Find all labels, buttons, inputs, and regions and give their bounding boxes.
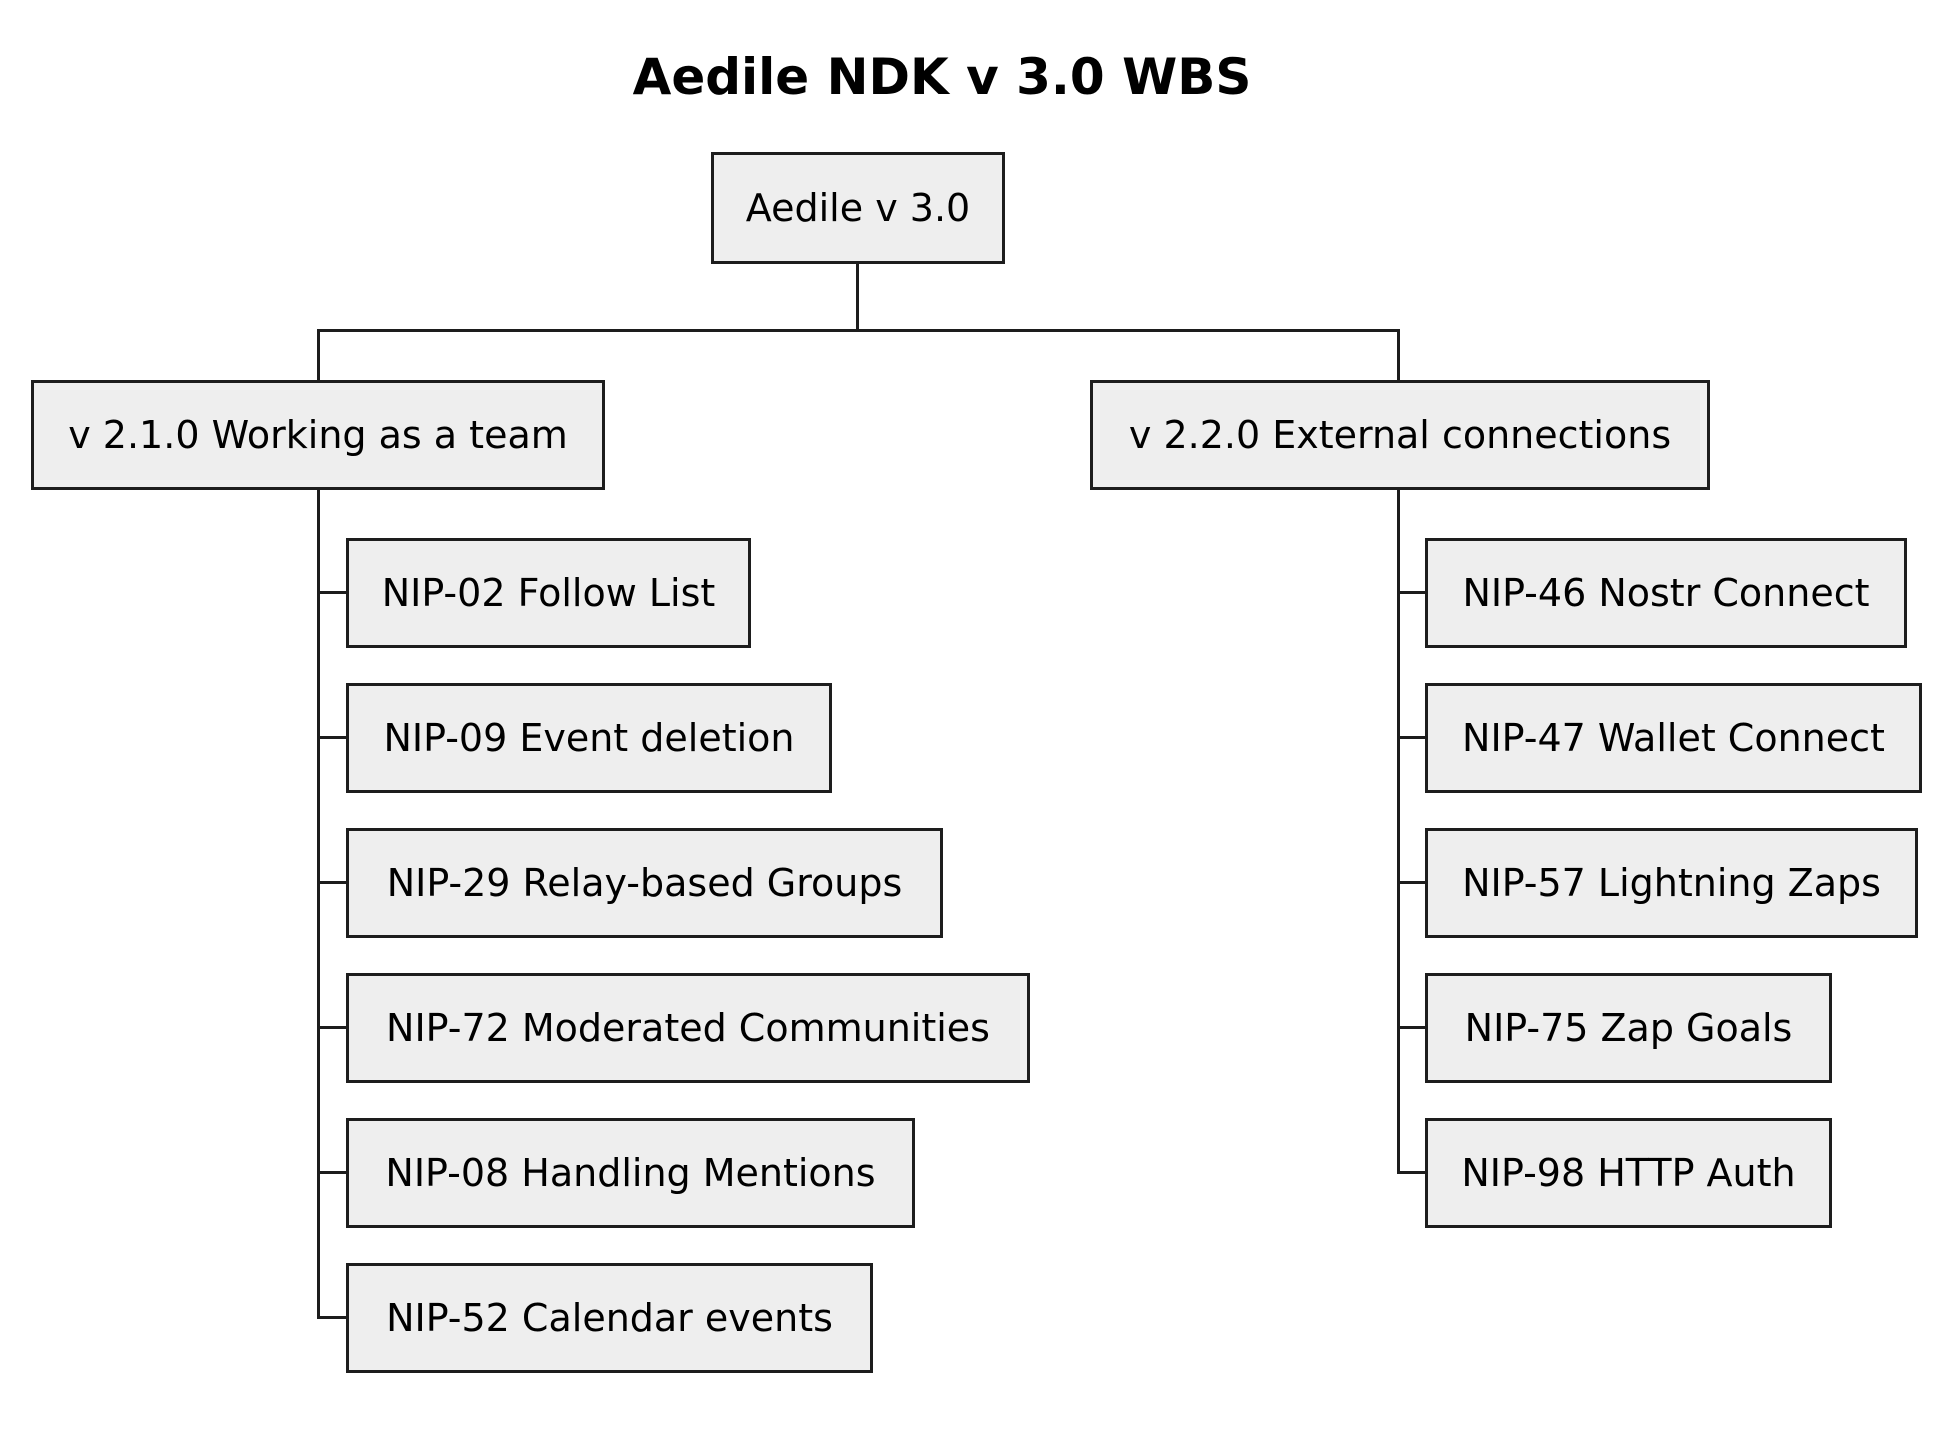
connector-trunk-right (1397, 490, 1400, 1174)
connector-stub-left-1 (317, 591, 346, 594)
connector-stub-right-1 (1397, 591, 1425, 594)
branch-node-external-connections: v 2.2.0 External connections (1090, 380, 1710, 490)
connector-stub-right-3 (1397, 881, 1425, 884)
connector-stub-right-2 (1397, 736, 1425, 739)
child-node-nip-09: NIP-09 Event deletion (346, 683, 832, 793)
child-node-nip-47: NIP-47 Wallet Connect (1425, 683, 1922, 793)
connector-stub-left-6 (317, 1316, 346, 1319)
connector-stub-right-4 (1397, 1026, 1425, 1029)
child-node-nip-52: NIP-52 Calendar events (346, 1263, 873, 1373)
connector-trunk-left (317, 490, 320, 1319)
child-node-nip-75: NIP-75 Zap Goals (1425, 973, 1832, 1083)
connector-stub-left-3 (317, 881, 346, 884)
child-node-nip-46: NIP-46 Nostr Connect (1425, 538, 1907, 648)
connector-drop-left-branch (317, 329, 320, 380)
child-node-nip-57: NIP-57 Lightning Zaps (1425, 828, 1918, 938)
connector-stub-left-4 (317, 1026, 346, 1029)
child-node-nip-98: NIP-98 HTTP Auth (1425, 1118, 1832, 1228)
connector-drop-right-branch (1397, 329, 1400, 380)
connector-horizontal-bar (317, 329, 1400, 332)
connector-stub-right-5 (1397, 1171, 1425, 1174)
child-node-nip-02: NIP-02 Follow List (346, 538, 751, 648)
connector-root-drop (856, 264, 859, 330)
wbs-root-node: Aedile v 3.0 (711, 152, 1005, 264)
connector-stub-left-5 (317, 1171, 346, 1174)
branch-node-working-as-a-team: v 2.1.0 Working as a team (31, 380, 605, 490)
diagram-title: Aedile NDK v 3.0 WBS (632, 48, 1252, 106)
child-node-nip-72: NIP-72 Moderated Communities (346, 973, 1030, 1083)
child-node-nip-29: NIP-29 Relay-based Groups (346, 828, 943, 938)
child-node-nip-08: NIP-08 Handling Mentions (346, 1118, 915, 1228)
connector-stub-left-2 (317, 736, 346, 739)
